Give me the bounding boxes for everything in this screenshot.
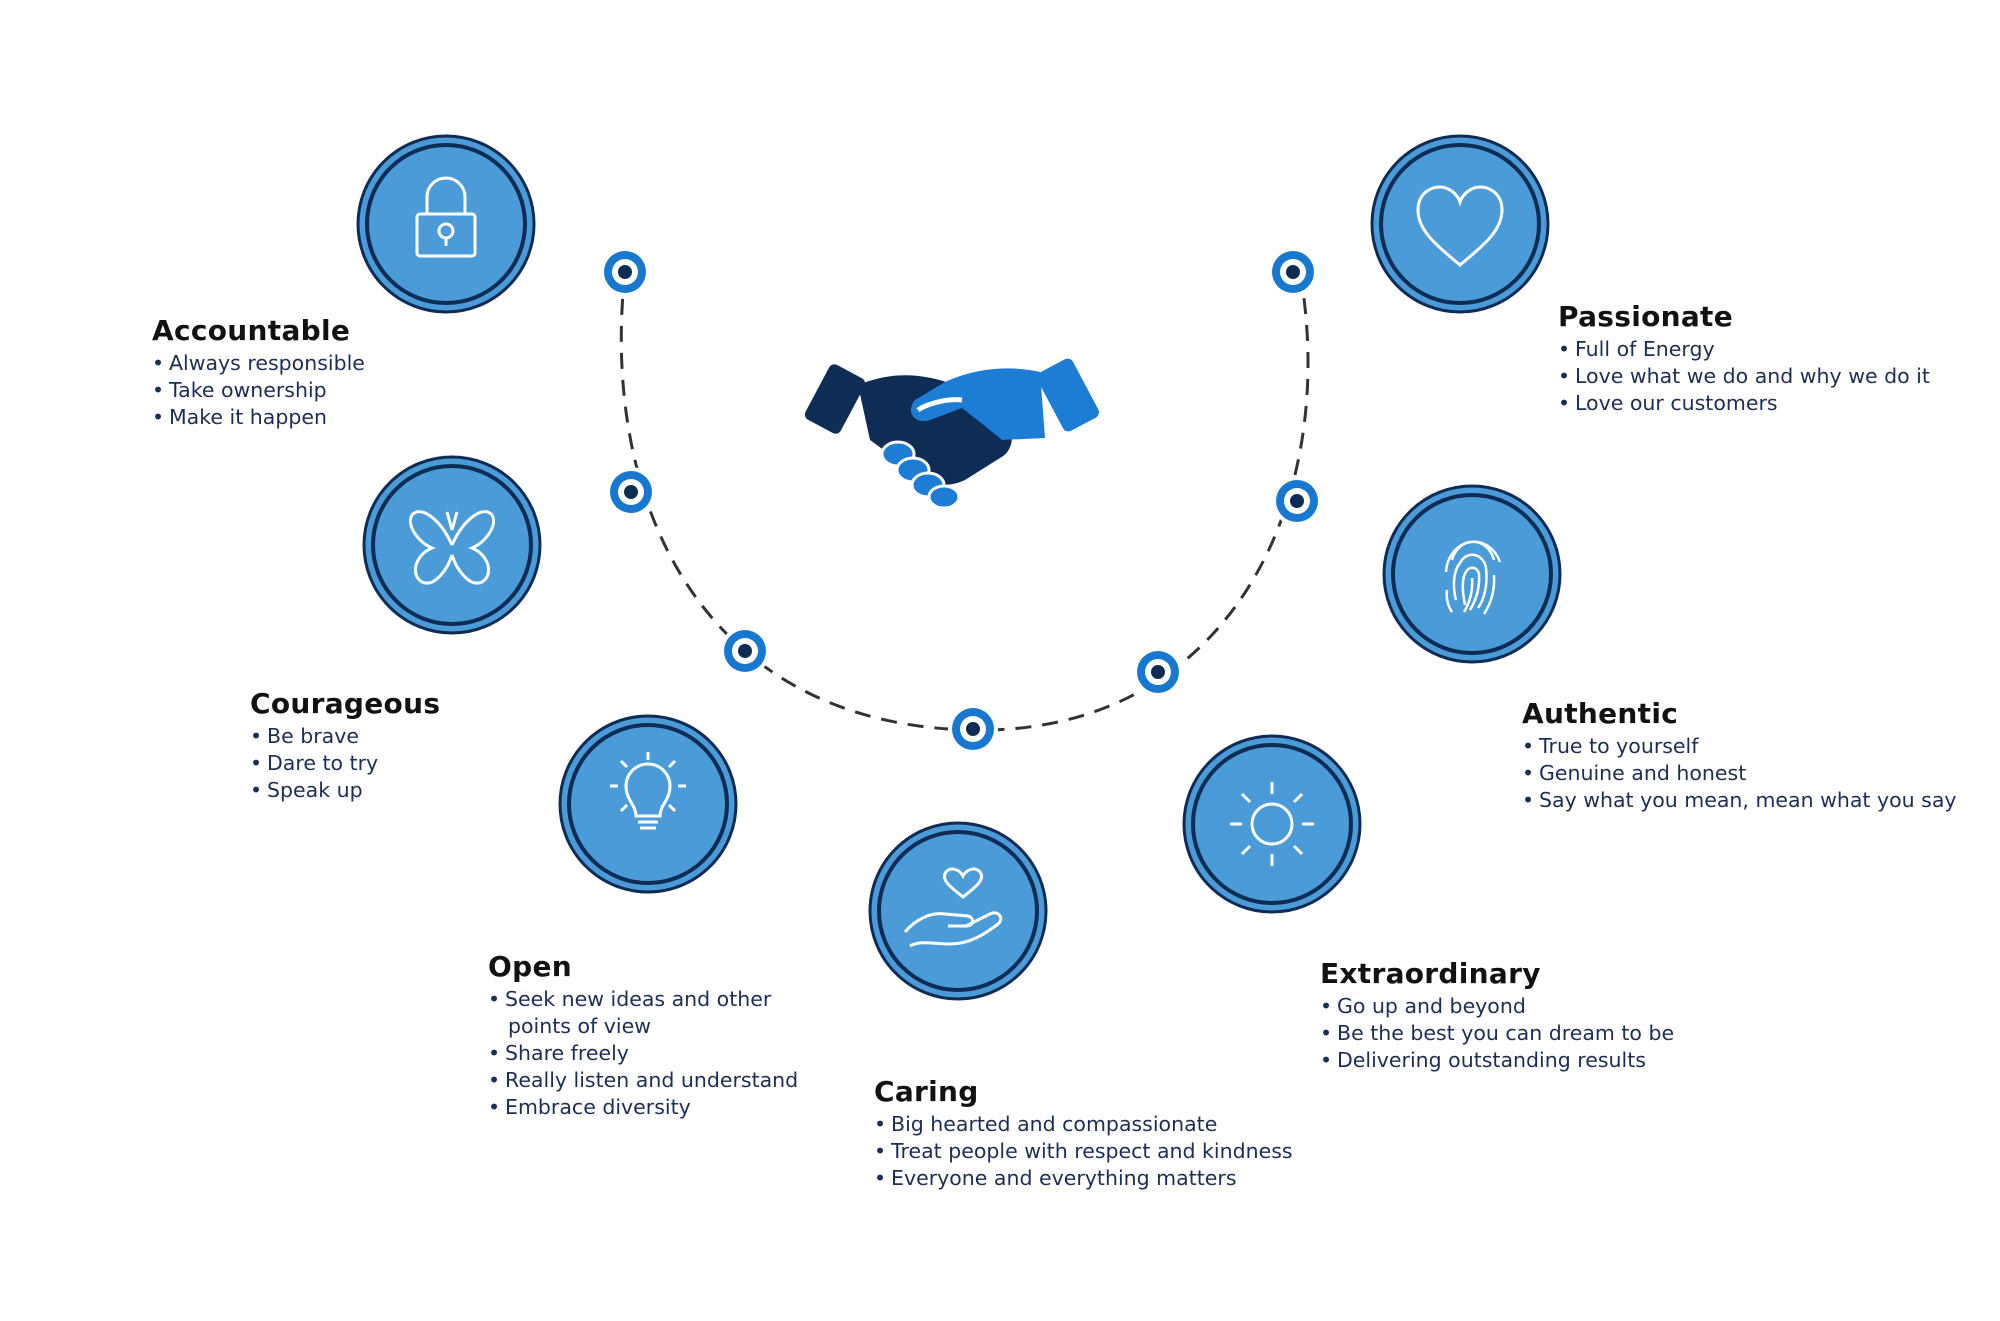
value-bullets: Go up and beyond Be the best you can dre… (1320, 993, 1674, 1074)
arc-node (720, 626, 770, 676)
lightbulb-icon (610, 752, 686, 830)
value-caring: Caring Big hearted and compassionate Tre… (874, 1075, 1293, 1192)
caring-circle (868, 821, 1048, 1001)
padlock-icon (415, 176, 477, 258)
value-title: Passionate (1558, 300, 1734, 333)
heart-icon (1416, 185, 1504, 267)
bullet: Everyone and everything matters (874, 1165, 1293, 1192)
value-authentic: Authentic True to yourself Genuine and h… (1522, 697, 1957, 814)
butterfly-icon (409, 510, 495, 585)
value-bullets: Always responsible Take ownership Make i… (152, 350, 365, 431)
bullet: Love our customers (1558, 390, 1930, 417)
passionate-circle (1370, 134, 1550, 314)
value-accountable: Accountable Always responsible Take owne… (152, 314, 365, 431)
arc-node (600, 247, 650, 297)
value-title: Open (488, 950, 572, 983)
handshake-icon (804, 358, 1100, 510)
value-courageous: Courageous Be brave Dare to try Speak up (250, 687, 440, 804)
value-bullets: True to yourself Genuine and honest Say … (1522, 733, 1957, 814)
extraordinary-circle (1182, 734, 1362, 914)
bullet: Say what you mean, mean what you say (1522, 787, 1957, 814)
value-title: Courageous (250, 687, 441, 720)
value-title: Authentic (1522, 697, 1679, 730)
arc-node (606, 467, 656, 517)
bullet: Treat people with respect and kindness (874, 1138, 1293, 1165)
sun-icon (1230, 782, 1314, 866)
bullet: Take ownership (152, 377, 365, 404)
bullet: Love what we do and why we do it (1558, 363, 1930, 390)
courageous-circle (362, 455, 542, 635)
arc-node (1272, 476, 1322, 526)
bullet: Really listen and understand (488, 1067, 798, 1094)
bullet: Share freely (488, 1040, 798, 1067)
bullet: Make it happen (152, 404, 365, 431)
bullet: Genuine and honest (1522, 760, 1957, 787)
value-bullets: Big hearted and compassionate Treat peop… (874, 1111, 1293, 1192)
accountable-circle (356, 134, 536, 314)
bullet: Always responsible (152, 350, 365, 377)
value-passionate: Passionate Full of Energy Love what we d… (1558, 300, 1930, 417)
value-open: Open Seek new ideas and other points of … (488, 950, 798, 1121)
bullet-continuation: points of view (508, 1014, 651, 1038)
bullet: Seek new ideas and other (488, 986, 798, 1013)
bullet: True to yourself (1522, 733, 1957, 760)
bullet: Big hearted and compassionate (874, 1111, 1293, 1138)
authentic-circle (1382, 484, 1562, 664)
value-title: Accountable (152, 314, 351, 347)
fingerprint-icon (1444, 540, 1502, 615)
open-circle (558, 714, 738, 894)
hand-heart-icon (903, 867, 1003, 948)
bullet: Delivering outstanding results (1320, 1047, 1674, 1074)
value-title: Caring (874, 1075, 979, 1108)
value-bullets: Seek new ideas and other points of view … (488, 986, 798, 1121)
bullet: Dare to try (250, 750, 440, 777)
bullet: Speak up (250, 777, 440, 804)
bullet: Be brave (250, 723, 440, 750)
value-bullets: Be brave Dare to try Speak up (250, 723, 440, 804)
value-title: Extraordinary (1320, 957, 1541, 990)
arc-node (948, 704, 998, 754)
value-bullets: Full of Energy Love what we do and why w… (1558, 336, 1930, 417)
arc-node (1268, 247, 1318, 297)
bullet: Go up and beyond (1320, 993, 1674, 1020)
bullet: Full of Energy (1558, 336, 1930, 363)
bullet: Embrace diversity (488, 1094, 798, 1121)
value-extraordinary: Extraordinary Go up and beyond Be the be… (1320, 957, 1674, 1074)
bullet: Be the best you can dream to be (1320, 1020, 1674, 1047)
arc-node (1133, 647, 1183, 697)
